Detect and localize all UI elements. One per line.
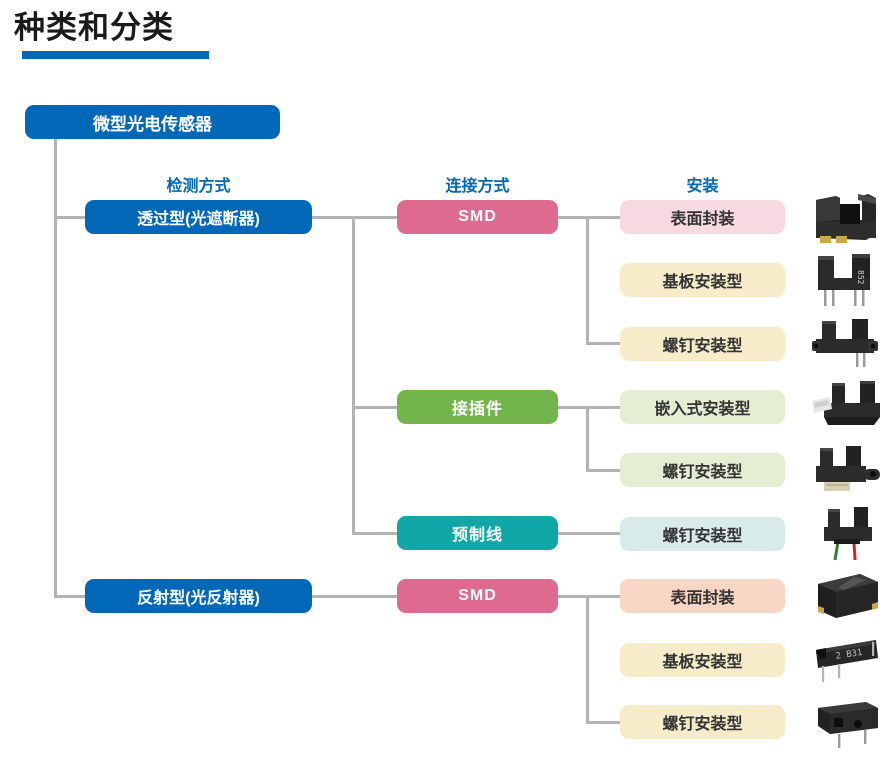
svg-text:852: 852: [856, 270, 865, 285]
screw-mount-slot-sensor-photo: [802, 315, 886, 371]
svg-text:2 B31: 2 B31: [835, 648, 863, 662]
connector-line-smd2-to-surface: [558, 594, 620, 598]
connector-line-connector-to-screw: [586, 468, 620, 472]
node-connector: 接插件: [397, 390, 558, 424]
title-underline: [22, 51, 209, 59]
connector-line-root-to-through: [54, 215, 85, 219]
node-prewired: 预制线: [397, 516, 558, 550]
node-screw-mount-2: 螺钉安装型: [620, 453, 785, 487]
connector-screw-slot-sensor-photo: [802, 442, 886, 498]
screw-mount-reflective-sensor-photo: [802, 694, 886, 750]
connector-line-prewired-to-screw: [558, 531, 620, 535]
node-through-beam-type: 透过型(光遮断器): [85, 200, 312, 234]
board-mount-slot-sensor-photo: 852: [802, 252, 886, 308]
node-surface-mount-2: 表面封装: [620, 579, 785, 613]
connector-line-connector-to-snapin: [558, 405, 620, 409]
connector-line-smd-to-surface: [558, 215, 620, 219]
smd-slot-sensor-photo: [802, 190, 886, 246]
connector-line-to-prewired-node: [352, 531, 397, 535]
connector-line-reflective-to-smd: [312, 594, 397, 598]
node-smd-1: SMD: [397, 200, 558, 234]
node-screw-mount-1: 螺钉安装型: [620, 327, 785, 361]
node-screw-mount-3: 螺钉安装型: [620, 517, 785, 551]
node-board-mount-1: 基板安装型: [620, 263, 785, 297]
node-surface-mount-1: 表面封装: [620, 200, 785, 234]
connector-snapin-slot-sensor-photo: [802, 379, 886, 435]
connector-line-through-spine: [352, 215, 355, 535]
connector-line-smd2-to-screw: [586, 720, 620, 724]
connector-line-connector-group-spine: [586, 405, 589, 472]
column-header-mounting: 安装: [686, 178, 719, 195]
board-mount-reflective-sensor-photo: 2 B31: [802, 632, 886, 688]
connector-line-root-spine: [54, 139, 57, 597]
node-reflective-type: 反射型(光反射器): [85, 579, 312, 613]
column-header-connection: 连接方式: [445, 178, 510, 195]
connector-line-to-connector-node: [352, 405, 397, 409]
connector-line-smd2-group-spine: [586, 594, 589, 724]
node-snapin-mount: 嵌入式安装型: [620, 390, 785, 424]
smd-reflective-sensor-photo: [802, 568, 886, 624]
node-board-mount-2: 基板安装型: [620, 643, 785, 677]
node-smd-2: SMD: [397, 579, 558, 613]
column-header-detection: 检测方式: [166, 178, 231, 195]
node-screw-mount-4: 螺钉安装型: [620, 705, 785, 739]
connector-line-root-to-reflective: [54, 594, 85, 598]
prewired-slot-sensor-photo: [802, 505, 886, 561]
connector-line-smd-group-spine: [586, 215, 589, 345]
connector-line-smd-to-screw: [586, 341, 620, 345]
page-title: 种类和分类: [14, 10, 174, 45]
node-root-micro-photoelectric-sensor: 微型光电传感器: [25, 105, 280, 139]
